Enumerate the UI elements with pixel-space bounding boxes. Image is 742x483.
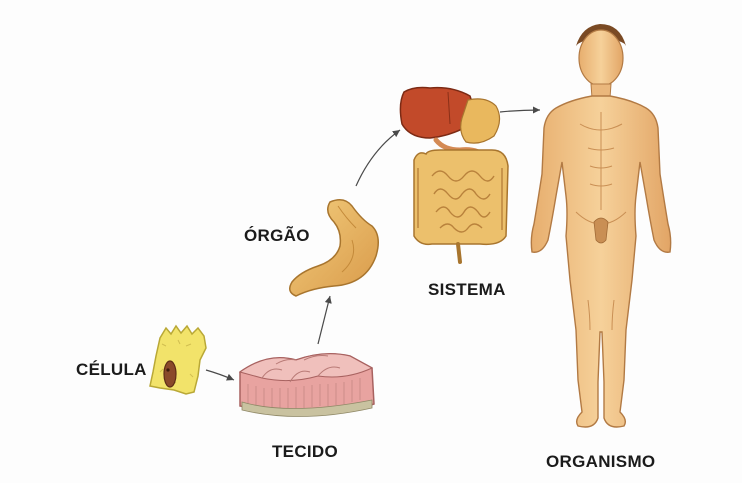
arrow-organ-to-system [356,130,400,186]
label-organism: ORGANISMO [546,452,655,472]
stomach-illustration [290,200,379,296]
tissue-illustration [240,354,374,417]
label-organ: ÓRGÃO [244,226,310,246]
nucleus-shape [164,361,176,387]
arrow-system-to-organism [500,110,540,112]
human-body-illustration [531,24,670,427]
label-tissue: TECIDO [272,442,338,462]
digestive-system-illustration [400,88,508,263]
label-system: SISTEMA [428,280,506,300]
cell-illustration [150,326,206,394]
arrow-cell-to-tissue [206,370,234,380]
arrow-tissue-to-organ [318,296,330,344]
label-cell: CÉLULA [76,360,147,380]
